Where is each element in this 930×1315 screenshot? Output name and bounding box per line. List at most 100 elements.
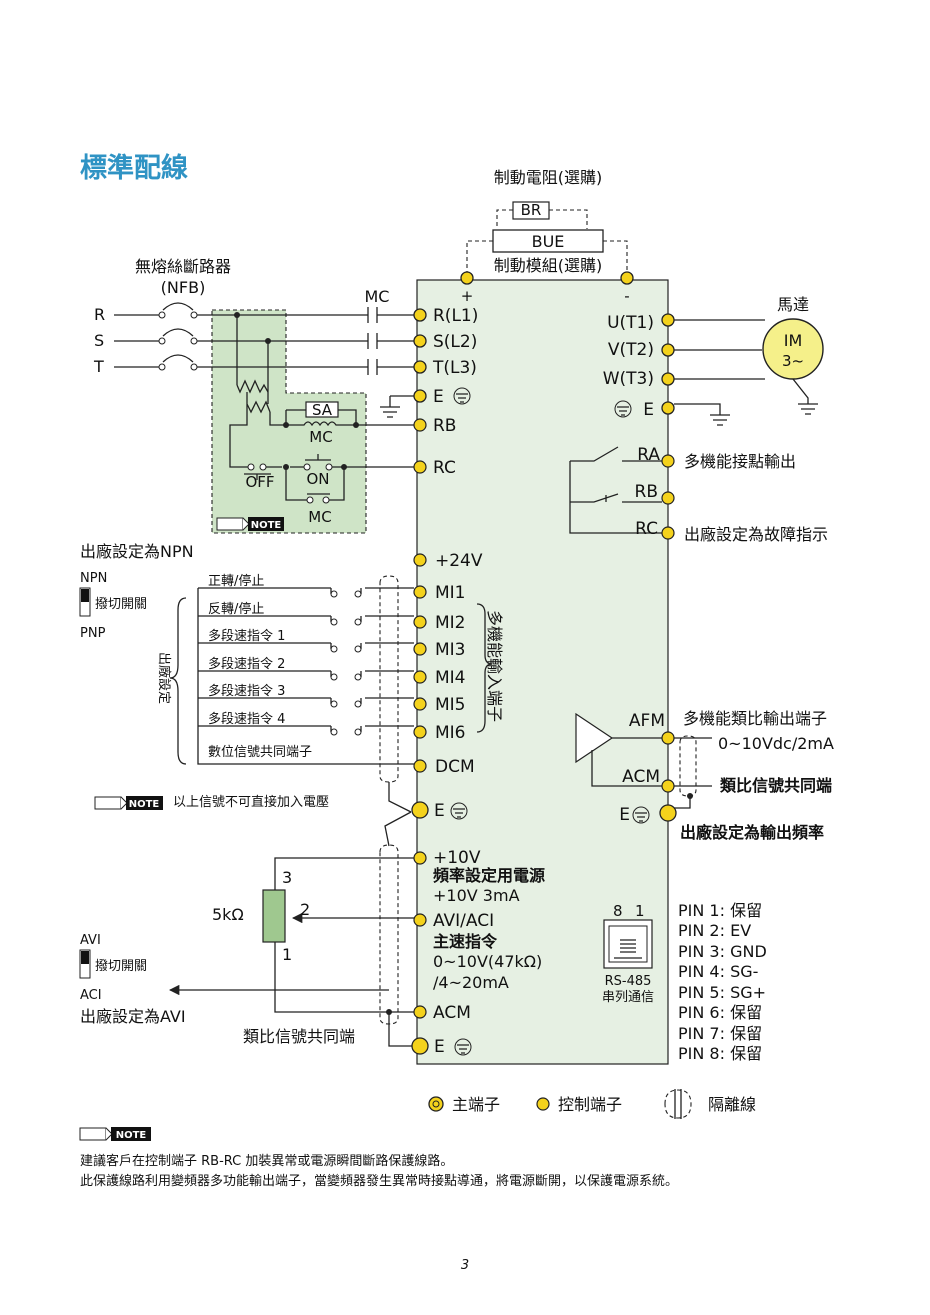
terminal-acm-input: ACM [433, 1003, 471, 1023]
fn-step2: 多段速指令 2 [208, 656, 285, 672]
protection-circuit [229, 315, 414, 504]
braking-unit-caption: 制動模組(選購) [494, 256, 603, 275]
pot-pin3: 3 [282, 868, 292, 887]
motor-label-1: IM [784, 331, 803, 350]
terminal-10v: +10V [433, 848, 481, 868]
svg-text:NOTE: NOTE [251, 520, 282, 531]
svg-text:NOTE: NOTE [116, 1130, 147, 1141]
terminal-mi1: MI1 [435, 583, 466, 603]
factory-avi: 出廠設定為AVI [80, 1007, 186, 1026]
npn-label: NPN [80, 571, 107, 586]
breaker-abbrev: (NFB) [161, 278, 206, 297]
fn-forward: 正轉/停止 [208, 573, 264, 589]
phase-r: R [94, 305, 105, 324]
pot-value: 5kΩ [212, 905, 244, 924]
legend [428, 1089, 692, 1119]
terminal-plus [460, 271, 474, 285]
avi-label: AVI [80, 933, 101, 948]
factory-npn: 出廠設定為NPN [80, 542, 194, 561]
main-terminals-left [413, 308, 427, 403]
input-desc2: 0~10V(47kΩ) [433, 952, 542, 971]
page-number: 3 [461, 1258, 469, 1273]
pnp-label: PNP [80, 626, 106, 641]
svg-text:NOTE: NOTE [129, 799, 160, 810]
pin-3: PIN 3: GND [678, 942, 767, 961]
factory-setting-vertical: 出廠設定 [156, 652, 172, 704]
motor-label-2: 3~ [782, 352, 804, 370]
rs485-label: RS-485 [605, 974, 652, 989]
braking-resistor-caption: 制動電阻(選購) [494, 168, 603, 187]
analog-input-circuit [168, 844, 429, 1055]
fn-step3: 多段速指令 3 [208, 683, 285, 699]
plus-label: + [461, 287, 474, 305]
mc-label: MC [365, 287, 390, 306]
pin-1: PIN 1: 保留 [678, 901, 762, 920]
afm-desc: 多機能類比輸出端子 [683, 709, 827, 728]
sa-label: SA [312, 401, 333, 419]
input-desc1: 主速指令 [433, 932, 498, 951]
analog-output-circuit [575, 712, 712, 822]
breaker-caption: 無熔絲斷路器 [135, 257, 231, 276]
phase-s: S [94, 331, 104, 350]
on-label: ON [306, 470, 329, 488]
terminal-mi4: MI4 [435, 668, 466, 688]
relay-rc: RC [635, 519, 658, 539]
analog-common-label: 類比信號共同端 [243, 1027, 355, 1046]
ground-icon [453, 387, 471, 405]
control-terminals-digital [411, 553, 429, 819]
relay-ra-desc: 多機能接點輸出 [684, 452, 796, 471]
acm-desc: 類比信號共同端 [719, 776, 832, 795]
afm-range: 0~10Vdc/2mA [718, 734, 834, 753]
mc-contact-label: MC [308, 508, 331, 526]
relay-ra: RA [637, 445, 660, 465]
power-lines [114, 302, 414, 375]
footer-line-1: 建議客戶在控制端子 RB-RC 加裝異常或電源瞬間斷路保護線路。 [80, 1153, 453, 1169]
terminal-mi5: MI5 [435, 695, 466, 715]
pin-7: PIN 7: 保留 [678, 1024, 762, 1043]
relay-contacts [569, 446, 675, 540]
ground-icon [632, 806, 650, 824]
e-label-analog-out: E [619, 805, 630, 825]
terminal-w: W(T3) [603, 369, 654, 389]
terminal-e-right: E [643, 400, 654, 420]
digital-input-wiring [197, 575, 414, 847]
pot-pin2: 2 [300, 900, 310, 919]
rb-left-label: RB [433, 416, 456, 436]
terminal-rc-left [413, 460, 427, 474]
page-title: 標準配線 [80, 152, 188, 184]
rc-left-label: RC [433, 458, 456, 478]
terminal-e-left: E [433, 387, 444, 407]
braking-unit-label: BUE [532, 232, 565, 251]
npn-switch-label: 撥切開關 [95, 597, 147, 612]
fn-step4: 多段速指令 4 [208, 711, 285, 727]
afm-label: AFM [629, 711, 665, 731]
terminal-e-input: E [434, 1037, 445, 1057]
legend-main: 主端子 [452, 1095, 500, 1114]
phase-t: T [93, 357, 104, 376]
note-badge-warning: NOTE [94, 796, 163, 810]
fn-common: 數位信號共同端子 [208, 745, 312, 760]
avi-switch-label: 撥切開關 [95, 959, 147, 974]
pin-5: PIN 5: SG+ [678, 983, 766, 1002]
supply-desc1: 頻率設定用電源 [433, 866, 545, 885]
fn-reverse: 反轉/停止 [208, 601, 264, 617]
warning-text: 以上信號不可直接加入電壓 [173, 794, 329, 810]
relay-rb: RB [635, 482, 658, 502]
ground-icon [450, 802, 468, 820]
terminal-minus [620, 271, 634, 285]
rs485-port-icon [603, 919, 653, 969]
terminal-t: T(L3) [432, 358, 477, 378]
main-terminals-right [661, 313, 818, 426]
terminal-e-digital: E [434, 801, 445, 821]
acm-label: ACM [622, 767, 660, 787]
pot-pin1: 1 [282, 945, 292, 964]
terminal-r: R(L1) [433, 306, 478, 326]
braking-resistor-label: BR [521, 201, 542, 219]
pin-6: PIN 6: 保留 [678, 1003, 762, 1022]
terminal-mi6: MI6 [435, 723, 466, 743]
legend-control: 控制端子 [558, 1095, 622, 1114]
factory-output-desc: 出廠設定為輸出頻率 [680, 823, 824, 842]
terminal-u: U(T1) [607, 313, 654, 333]
ground-icon [454, 1038, 472, 1056]
